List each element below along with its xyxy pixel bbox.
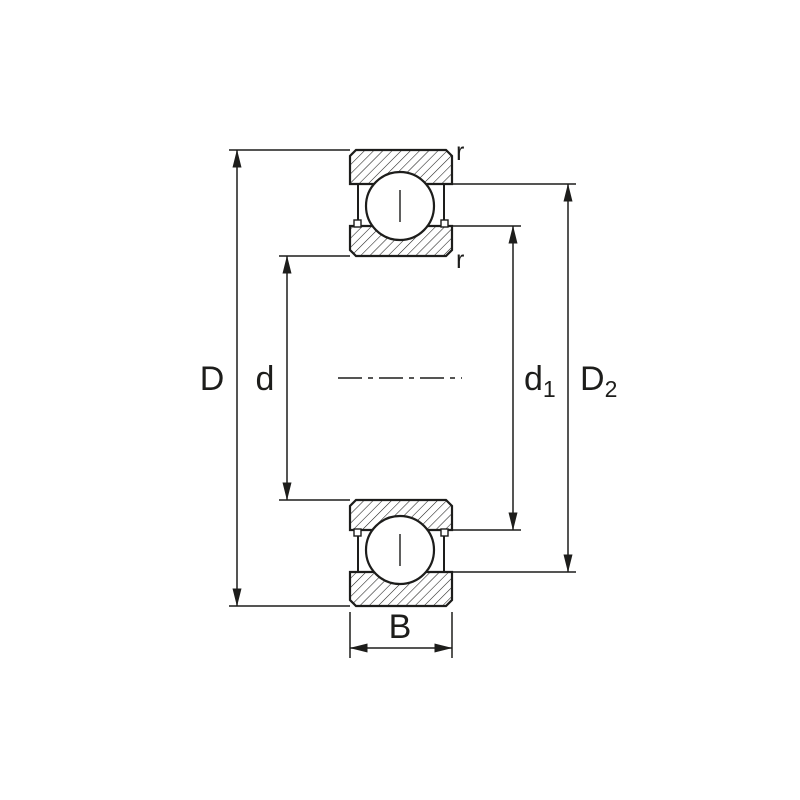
dimension-D: D	[200, 149, 350, 607]
shield-left-lip-bottom	[353, 528, 362, 537]
bearing-lower-section	[348, 498, 454, 608]
bearing-upper-section	[348, 148, 454, 258]
dimension-D2: D2	[452, 183, 617, 573]
label-D: D	[200, 360, 225, 398]
label-B: B	[389, 608, 412, 646]
dimension-d: d	[256, 255, 350, 501]
label-d: d	[256, 360, 275, 398]
shield-right-lip-bottom	[440, 528, 449, 537]
dimension-B: B	[349, 608, 453, 658]
label-r-inner: r	[456, 246, 464, 274]
label-r-outer: r	[456, 138, 464, 166]
dimension-d1: d1	[452, 225, 556, 531]
shield-right-lip-top	[440, 219, 449, 228]
shield-left-lip-top	[353, 219, 362, 228]
label-d1: d1	[524, 360, 556, 402]
label-D2: D2	[580, 360, 617, 402]
